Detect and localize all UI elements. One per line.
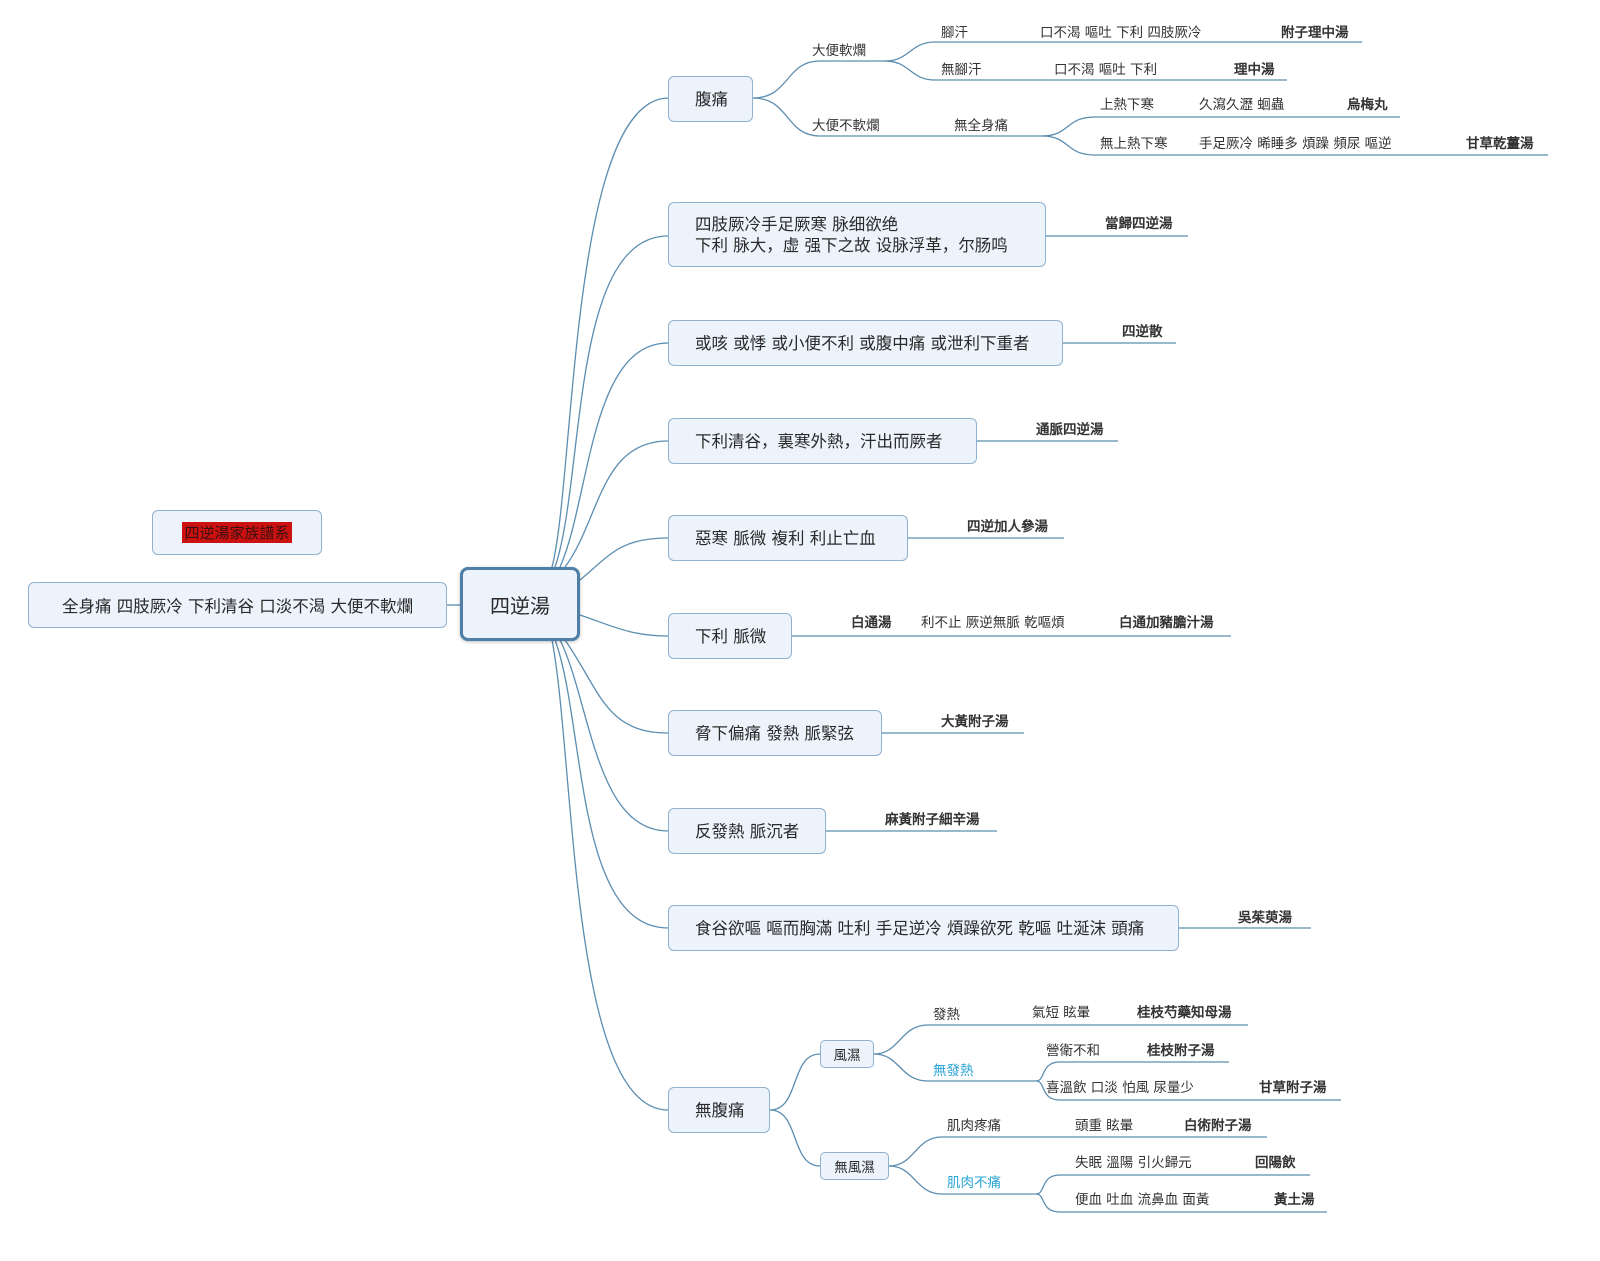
node-has-fever[interactable]: 發熱 [933, 1007, 960, 1023]
formula-label[interactable]: 當歸四逆湯 [1105, 216, 1173, 232]
node-fever[interactable]: 反發熱 脈沉者 [668, 808, 826, 854]
formula-label[interactable]: 大黃附子湯 [941, 714, 1009, 730]
node-label: 反發熱 脈沉者 [695, 821, 800, 841]
page-title: 四逆湯家族譜系 [182, 522, 292, 543]
formula-label[interactable]: 麻黃附子細辛湯 [885, 812, 980, 828]
formula-label[interactable]: 理中湯 [1234, 62, 1275, 78]
node-label: 食谷欲嘔 嘔而胸滿 吐利 手足逆冷 煩躁欲死 乾嘔 吐涎沫 頭痛 [695, 918, 1145, 938]
node-no-muscle-pain[interactable]: 肌肉不痛 [947, 1175, 1001, 1191]
formula-label[interactable]: 桂枝芍藥知母湯 [1137, 1005, 1232, 1021]
summary-node[interactable]: 全身痛 四肢厥冷 下利清谷 口淡不渴 大便不軟爛 [28, 582, 447, 628]
formula-label[interactable]: 甘草附子湯 [1259, 1080, 1327, 1096]
formula-label[interactable]: 白通湯 [851, 615, 892, 631]
node-hypochondrium[interactable]: 脅下偏痛 發熱 脈緊弦 [668, 710, 882, 756]
node-label: 脅下偏痛 發熱 脈緊弦 [695, 723, 854, 743]
symptoms-text: 便血 吐血 流鼻血 面黃 [1075, 1192, 1210, 1208]
formula-label[interactable]: 四逆加人參湯 [967, 519, 1048, 535]
node-no-sweat[interactable]: 無腳汗 [941, 62, 982, 78]
node-abdominal-pain[interactable]: 腹痛 [668, 76, 753, 122]
node-no-upper-heat[interactable]: 無上熱下寒 [1100, 136, 1168, 152]
formula-label[interactable]: 四逆散 [1122, 324, 1163, 340]
node-soft-stool[interactable]: 大便軟爛 [812, 43, 866, 59]
node-vomit[interactable]: 食谷欲嘔 嘔而胸滿 吐利 手足逆冷 煩躁欲死 乾嘔 吐涎沫 頭痛 [668, 905, 1179, 951]
central-label: 四逆湯 [490, 593, 550, 618]
node-label: 腹痛 [695, 89, 728, 109]
node-no-wind-damp[interactable]: 無風濕 [820, 1152, 889, 1180]
symptoms-text: 手足厥冷 晞睡多 煩躁 頻尿 嘔逆 [1199, 136, 1392, 152]
symptoms-text: 口不渴 嘔吐 下利 [1054, 62, 1158, 78]
node-label: 或咳 或悸 或小便不利 或腹中痛 或泄利下重者 [695, 333, 1030, 353]
formula-label[interactable]: 甘草乾薑湯 [1466, 136, 1534, 152]
node-label: 無腹痛 [695, 1100, 745, 1120]
formula-label[interactable]: 烏梅丸 [1347, 97, 1388, 113]
node-upper-heat[interactable]: 上熱下寒 [1100, 97, 1154, 113]
node-label: 惡寒 脈微 複利 利止亡血 [695, 528, 876, 548]
node-not-soft-stool[interactable]: 大便不軟爛 [812, 118, 880, 134]
formula-label[interactable]: 黃土湯 [1274, 1192, 1315, 1208]
formula-label[interactable]: 回陽飲 [1255, 1155, 1296, 1171]
symptoms-text: 喜溫飲 口淡 怕風 尿量少 [1046, 1080, 1194, 1096]
symptoms-text: 氣短 眩暈 [1032, 1005, 1091, 1021]
node-wind-damp[interactable]: 風濕 [820, 1040, 874, 1068]
formula-label[interactable]: 桂枝附子湯 [1147, 1043, 1215, 1059]
formula-label[interactable]: 通脈四逆湯 [1036, 422, 1104, 438]
central-node[interactable]: 四逆湯 [460, 567, 580, 641]
node-no-fever[interactable]: 無發熱 [933, 1063, 974, 1079]
node-no-abdominal-pain[interactable]: 無腹痛 [668, 1087, 770, 1133]
formula-label[interactable]: 吳茱萸湯 [1238, 910, 1292, 926]
node-sweat[interactable]: 腳汗 [941, 25, 968, 41]
node-muscle-pain[interactable]: 肌肉疼痛 [947, 1118, 1001, 1134]
node-diarrhea-grain[interactable]: 下利清谷，裏寒外熱，汗出而厥者 [668, 418, 977, 464]
node-label: 下利清谷，裏寒外熱，汗出而厥者 [695, 431, 943, 451]
node-cold-limbs[interactable]: 四肢厥冷手足厥寒 脉细欲绝 下利 脉大，虚 强下之故 设脉浮革，尔肠鸣 [668, 202, 1046, 267]
node-label: 無風濕 [834, 1160, 875, 1176]
node-label: 風濕 [833, 1048, 861, 1064]
symptoms-text: 失眠 溫陽 引火歸元 [1075, 1155, 1192, 1171]
node-no-body-pain[interactable]: 無全身痛 [954, 118, 1008, 134]
title-box: 四逆湯家族譜系 [152, 510, 322, 555]
formula-label[interactable]: 白通加豬膽汁湯 [1119, 615, 1214, 631]
symptoms-text: 營衛不和 [1046, 1043, 1100, 1059]
node-faint-pulse[interactable]: 下利 脈微 [668, 613, 792, 659]
symptoms-text: 頭重 眩暈 [1075, 1118, 1134, 1134]
node-aversion-cold[interactable]: 惡寒 脈微 複利 利止亡血 [668, 515, 908, 561]
node-line-2: 下利 脉大，虚 强下之故 设脉浮革，尔肠鸣 [695, 235, 1008, 255]
formula-label[interactable]: 白術附子湯 [1184, 1118, 1252, 1134]
summary-text: 全身痛 四肢厥冷 下利清谷 口淡不渴 大便不軟爛 [62, 597, 413, 616]
symptoms-text: 利不止 厥逆無脈 乾嘔煩 [921, 615, 1065, 631]
symptoms-text: 久瀉久瀝 蛔蟲 [1199, 97, 1285, 113]
formula-label[interactable]: 附子理中湯 [1281, 25, 1349, 41]
node-cough[interactable]: 或咳 或悸 或小便不利 或腹中痛 或泄利下重者 [668, 320, 1063, 366]
node-line-1: 四肢厥冷手足厥寒 脉细欲绝 [695, 214, 899, 234]
node-label: 下利 脈微 [695, 626, 767, 646]
symptoms-text: 口不渴 嘔吐 下利 四肢厥冷 [1040, 25, 1202, 41]
